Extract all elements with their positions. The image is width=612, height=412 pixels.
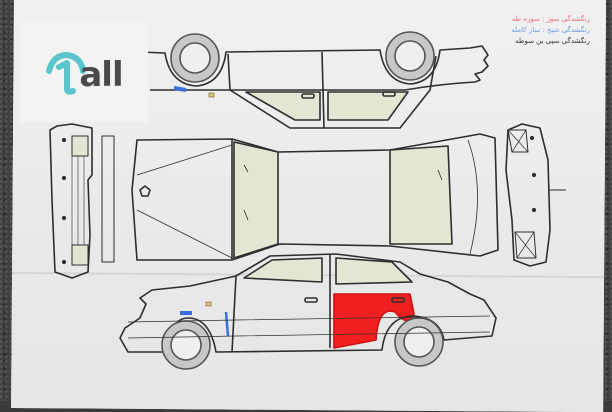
logo-text: all — [79, 54, 123, 95]
1-arc-logo-icon — [46, 51, 86, 95]
left-side-view — [119, 253, 497, 370]
logo-watermark: all — [20, 21, 148, 122]
legend-item-red: رنگشدگی سوز : سوزه طه — [511, 15, 590, 23]
brand-logo: all — [45, 49, 124, 95]
front-bumper-view — [49, 123, 115, 279]
car-diagram — [49, 31, 566, 370]
inverted-side-view — [139, 31, 489, 129]
color-legend: رنگشدگی سوز : سوزه طه رنگشدگی شیخ : ساز … — [500, 14, 590, 47]
legend-item-blue: رنگشدگی شیخ : ساز کامله — [511, 26, 590, 34]
rear-bumper-view — [505, 123, 566, 267]
top-plan-view — [131, 133, 499, 261]
legend-item-black: رنگشدگی سپی ین سوطه — [515, 37, 590, 45]
